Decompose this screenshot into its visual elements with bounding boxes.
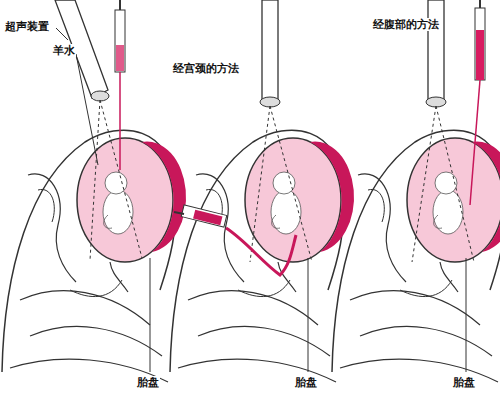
part-label: 经宫颈的方法 (172, 62, 240, 75)
part-label: 胎盘 (452, 376, 476, 389)
part-label: 羊水 (52, 44, 76, 57)
part-label: 超声装置 (4, 20, 50, 33)
part-label: 胎盘 (294, 376, 318, 389)
part-label: 胎盘 (136, 376, 160, 389)
part-label: 经腹部的方法 (372, 18, 440, 31)
